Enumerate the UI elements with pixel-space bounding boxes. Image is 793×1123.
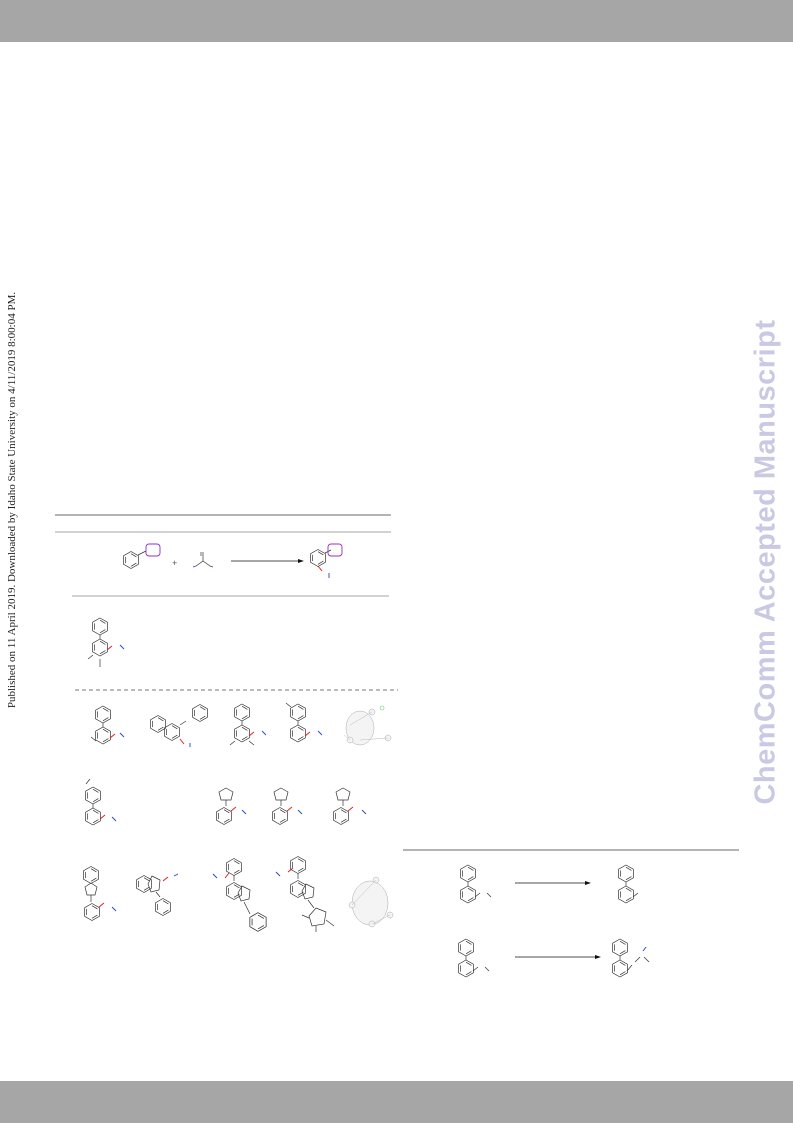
xray-structure-1 — [343, 705, 392, 746]
product-row-3 — [83, 856, 394, 932]
header-bar — [0, 0, 793, 42]
right-scheme — [459, 865, 650, 977]
footer-bar — [0, 1081, 793, 1123]
xray-structure-2 — [348, 876, 394, 928]
product-row-2 — [86, 778, 367, 825]
product-row-0 — [87, 618, 125, 667]
reaction-scheme: + — [123, 543, 343, 578]
plus-sign: + — [172, 558, 177, 568]
product-row-1 — [90, 702, 392, 747]
scheme-rules — [55, 514, 739, 851]
